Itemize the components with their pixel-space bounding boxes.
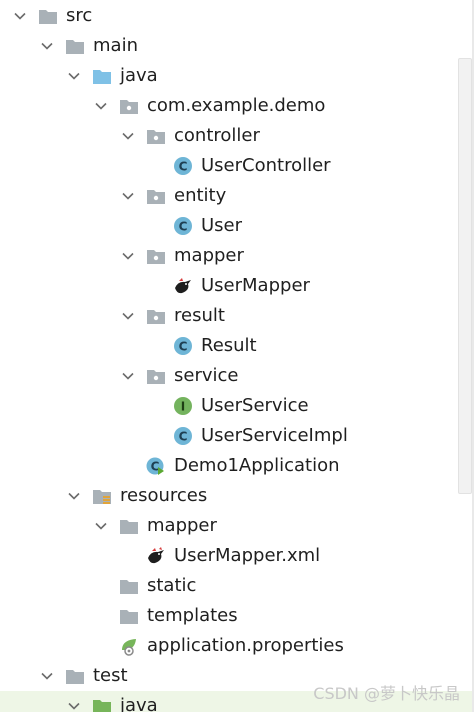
- tree-node[interactable]: java: [0, 61, 474, 91]
- tree-node-label: mapper: [174, 245, 244, 266]
- tree-node-label: application.properties: [147, 635, 344, 656]
- chevron-down-icon[interactable]: [39, 38, 55, 54]
- tree-node-label: resources: [120, 485, 208, 506]
- folder-icon: [65, 666, 85, 686]
- package-icon: [146, 246, 166, 266]
- chevron-down-icon[interactable]: [66, 698, 82, 712]
- tree-node[interactable]: entity: [0, 181, 474, 211]
- tree-node-label: result: [174, 305, 225, 326]
- tree-node[interactable]: service: [0, 361, 474, 391]
- tree-node[interactable]: main: [0, 31, 474, 61]
- tree-node-label: Result: [201, 335, 257, 356]
- tree-node[interactable]: mapper: [0, 241, 474, 271]
- tree-node[interactable]: mapper: [0, 511, 474, 541]
- chevron-down-icon[interactable]: [120, 368, 136, 384]
- tree-node[interactable]: static: [0, 571, 474, 601]
- tree-node[interactable]: src: [0, 1, 474, 31]
- folder-icon: [119, 576, 139, 596]
- tree-node-label: com.example.demo: [147, 95, 326, 116]
- resources-folder-icon: [92, 486, 112, 506]
- tree-node-label: controller: [174, 125, 260, 146]
- tree-node-label: static: [147, 575, 197, 596]
- source-folder-icon: [92, 66, 112, 86]
- chevron-down-icon[interactable]: [120, 308, 136, 324]
- folder-icon: [38, 6, 58, 26]
- tree-node-label: entity: [174, 185, 227, 206]
- chevron-down-icon[interactable]: [120, 248, 136, 264]
- svg-text:C: C: [179, 430, 188, 444]
- chevron-down-icon[interactable]: [66, 68, 82, 84]
- mybatis-xml-icon: [146, 546, 166, 566]
- svg-text:C: C: [151, 460, 160, 474]
- svg-text:C: C: [179, 340, 188, 354]
- chevron-down-icon[interactable]: [93, 518, 109, 534]
- tree-node-label: Demo1Application: [174, 455, 340, 476]
- chevron-down-icon[interactable]: [12, 8, 28, 24]
- class-icon: C: [173, 336, 193, 356]
- tree-node-label: User: [201, 215, 243, 236]
- tree-node-label: UserServiceImpl: [201, 425, 348, 446]
- tree-node[interactable]: C UserController: [0, 151, 474, 181]
- chevron-down-icon[interactable]: [93, 98, 109, 114]
- tree-node[interactable]: controller: [0, 121, 474, 151]
- chevron-down-icon[interactable]: [120, 188, 136, 204]
- tree-node[interactable]: UserMapper.xml: [0, 541, 474, 571]
- tree-node-label: main: [93, 35, 138, 56]
- tree-node[interactable]: C UserServiceImpl: [0, 421, 474, 451]
- tree-node[interactable]: templates: [0, 601, 474, 631]
- class-icon: C: [173, 426, 193, 446]
- chevron-down-icon[interactable]: [39, 668, 55, 684]
- tree-node-label: java: [120, 65, 158, 86]
- tree-node-label: src: [66, 5, 93, 26]
- vertical-scrollbar[interactable]: [458, 58, 472, 494]
- test-source-folder-icon: [92, 696, 112, 712]
- tree-node-label: test: [93, 665, 128, 686]
- tree-node-label: UserMapper.xml: [174, 545, 321, 566]
- spring-properties-icon: [119, 636, 139, 656]
- svg-text:I: I: [181, 400, 185, 414]
- svg-text:C: C: [179, 160, 188, 174]
- tree-node-label: UserService: [201, 395, 309, 416]
- tree-node[interactable]: com.example.demo: [0, 91, 474, 121]
- spring-boot-app-icon: C: [146, 456, 166, 476]
- panel-border: [472, 0, 474, 712]
- tree-node[interactable]: application.properties: [0, 631, 474, 661]
- mybatis-bird-icon: [173, 276, 193, 296]
- tree-node[interactable]: result: [0, 301, 474, 331]
- folder-icon: [65, 36, 85, 56]
- tree-node[interactable]: C Result: [0, 331, 474, 361]
- tree-node[interactable]: I UserService: [0, 391, 474, 421]
- svg-text:C: C: [179, 220, 188, 234]
- interface-icon: I: [173, 396, 193, 416]
- package-icon: [146, 306, 166, 326]
- chevron-down-icon[interactable]: [120, 128, 136, 144]
- package-icon: [146, 126, 166, 146]
- folder-icon: [119, 606, 139, 626]
- tree-node-label: mapper: [147, 515, 217, 536]
- package-icon: [146, 186, 166, 206]
- tree-node[interactable]: UserMapper: [0, 271, 474, 301]
- tree-node[interactable]: java: [0, 691, 474, 712]
- tree-node[interactable]: C Demo1Application: [0, 451, 474, 481]
- tree-node-label: UserMapper: [201, 275, 310, 296]
- class-icon: C: [173, 216, 193, 236]
- class-icon: C: [173, 156, 193, 176]
- watermark: CSDN @萝卜快乐晶: [313, 684, 460, 703]
- chevron-down-icon[interactable]: [66, 488, 82, 504]
- tree-node[interactable]: test: [0, 661, 474, 691]
- tree-node-label: UserController: [201, 155, 331, 176]
- tree-node-label: templates: [147, 605, 238, 626]
- package-icon: [119, 96, 139, 116]
- folder-icon: [119, 516, 139, 536]
- tree-node-label: service: [174, 365, 239, 386]
- package-icon: [146, 366, 166, 386]
- tree-node[interactable]: resources: [0, 481, 474, 511]
- tree-node[interactable]: C User: [0, 211, 474, 241]
- tree-node-label: java: [120, 695, 158, 712]
